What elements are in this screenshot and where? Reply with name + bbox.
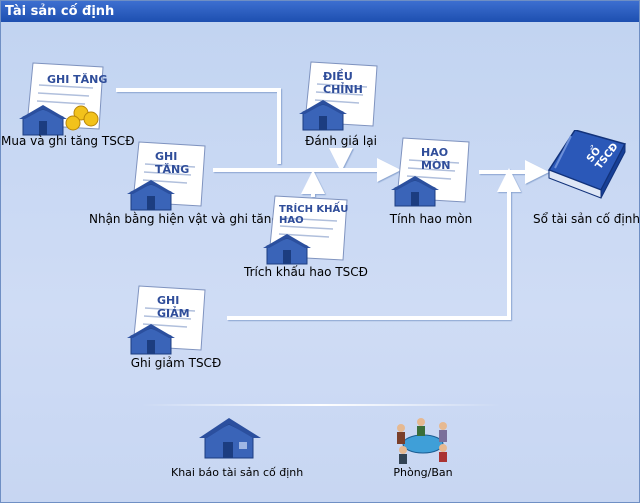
window-title: Tài sản cố định [1, 1, 639, 22]
node-ghi-giam[interactable]: GHI GIẢM [125, 284, 210, 358]
node-tinh-hao-mon[interactable]: HAO MÒN [389, 136, 474, 210]
label-tinh-hao-mon[interactable]: Tính hao mòn [389, 212, 473, 226]
label-phong-ban[interactable]: Phòng/Ban [393, 466, 453, 479]
label-so-tai-san[interactable]: Sổ tài sản cố định [533, 212, 640, 226]
flow-arrows [116, 88, 549, 320]
node-khai-bao[interactable] [195, 414, 265, 462]
label-mua-ghi-tang[interactable]: Mua và ghi tăng TSCĐ [1, 134, 135, 148]
meeting-room-icon [397, 418, 447, 464]
node-danh-gia-lai[interactable]: ĐIỀU CHỈNH [297, 60, 382, 134]
doc-title: GHI TĂNG [155, 150, 190, 176]
label-danh-gia-lai[interactable]: Đánh giá lại [305, 134, 377, 148]
divider [141, 404, 501, 406]
label-nhan-hien-vat[interactable]: Nhận bằng hiện vật và ghi tăng [89, 212, 280, 226]
process-canvas: GHI TĂNG Mua và ghi tăng TSCĐ GHI TĂNG N… [1, 22, 640, 502]
doc-title: TRÍCH KHẤU HAO [279, 204, 349, 226]
arrow-mua-to-hao-mon [116, 88, 281, 164]
house-icon [199, 418, 261, 459]
label-trich-khau-hao[interactable]: Trích khấu hao TSCĐ [244, 265, 368, 279]
label-ghi-giam[interactable]: Ghi giảm TSCĐ [130, 356, 222, 370]
document-house-coins-icon [19, 62, 104, 136]
document-house-icon [299, 61, 378, 131]
ledger-book-icon [547, 129, 627, 199]
document-house-icon [263, 195, 348, 265]
document-house-icon [127, 141, 206, 211]
node-trich-khau-hao[interactable]: TRÍCH KHẤU HAO [261, 194, 353, 268]
arrow-giam-to-so [227, 168, 521, 320]
doc-title: GHI GIẢM [157, 294, 190, 320]
doc-title: GHI TĂNG [47, 73, 108, 86]
document-house-icon [391, 137, 470, 207]
document-house-icon [127, 285, 206, 355]
label-khai-bao[interactable]: Khai báo tài sản cố định [171, 466, 304, 479]
node-so-tai-san[interactable]: SỔ TSCĐ [541, 129, 631, 200]
node-nhan-hien-vat[interactable]: GHI TĂNG [125, 140, 210, 214]
node-mua-ghi-tang[interactable]: GHI TĂNG [15, 61, 110, 141]
doc-title: HAO MÒN [421, 146, 451, 172]
doc-title: ĐIỀU CHỈNH [323, 70, 363, 96]
node-phong-ban[interactable] [383, 414, 463, 464]
